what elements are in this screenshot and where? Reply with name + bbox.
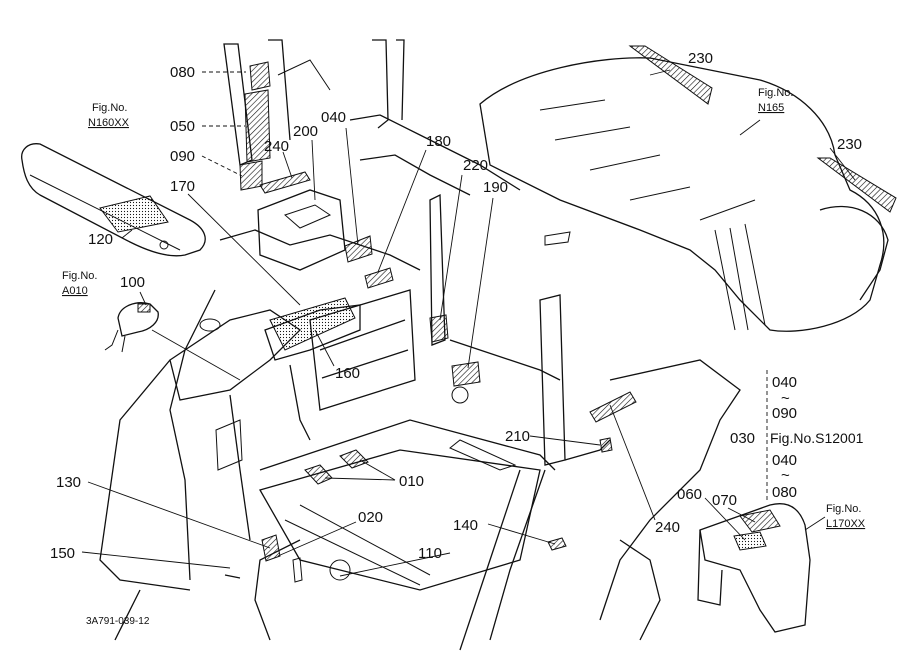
- label-030: 030: [730, 430, 755, 447]
- decal-040: [344, 235, 373, 263]
- label-090-r: 090: [772, 405, 797, 422]
- tilde-1: ~: [781, 390, 790, 407]
- label-140: 140: [453, 517, 478, 534]
- figure-id: 3A791-039-12: [86, 616, 150, 627]
- cab-line-art: [99, 39, 889, 651]
- label-040-top: 040: [321, 109, 346, 126]
- fig-n165-label: Fig.No.: [758, 87, 793, 99]
- figure-references: Fig.No. N160XX Fig.No. A010 Fig.No. N165…: [62, 87, 866, 530]
- label-040-r2: 040: [772, 452, 797, 469]
- label-080-r: 080: [772, 484, 797, 501]
- label-170: 170: [170, 178, 195, 195]
- label-210: 210: [505, 428, 530, 445]
- decal-100: [137, 303, 151, 313]
- label-120: 120: [88, 231, 113, 248]
- label-200: 200: [293, 123, 318, 140]
- label-240-top: 240: [264, 138, 289, 155]
- label-090-left: 090: [170, 148, 195, 165]
- label-050: 050: [170, 118, 195, 135]
- label-230-right: 230: [837, 136, 862, 153]
- label-160: 160: [335, 365, 360, 382]
- label-010: 010: [399, 473, 424, 490]
- label-070: 070: [712, 492, 737, 509]
- fig-l170-label: Fig.No.: [826, 503, 861, 515]
- fig-n160-value: N160XX: [88, 117, 130, 129]
- label-220: 220: [463, 157, 488, 174]
- lever-detail: [104, 302, 159, 353]
- decals: [239, 45, 897, 562]
- decal-020: [261, 534, 281, 562]
- decal-080: [249, 61, 271, 91]
- decal-240-upper: [259, 171, 311, 194]
- decal-060: [733, 531, 767, 551]
- label-040-r1: 040: [772, 374, 797, 391]
- fig-s12001: Fig.No.S12001: [770, 430, 864, 446]
- decal-180: [364, 267, 394, 289]
- label-180: 180: [426, 133, 451, 150]
- label-190: 190: [483, 179, 508, 196]
- label-020: 020: [358, 509, 383, 526]
- decal-210: [599, 437, 613, 453]
- label-110: 110: [418, 545, 442, 562]
- part-number-labels: 080 050 090 240 200 040 180 220 190 170 …: [50, 50, 862, 562]
- sun-visor-detail: [21, 143, 206, 257]
- decal-140: [547, 537, 567, 551]
- fig-l170-value: L170XX: [826, 518, 866, 530]
- decal-220: [429, 314, 449, 343]
- decal-240-lower: [589, 391, 637, 423]
- label-150: 150: [50, 545, 75, 562]
- decal-070: [739, 509, 781, 533]
- decal-010a: [304, 464, 333, 485]
- fig-a010-label: Fig.No.: [62, 270, 97, 282]
- label-060: 060: [677, 486, 702, 503]
- fig-n160-label: Fig.No.: [92, 102, 127, 114]
- tilde-2: ~: [781, 467, 790, 484]
- decal-050: [244, 89, 271, 163]
- decal-160: [269, 297, 356, 351]
- label-080-top: 080: [170, 64, 195, 81]
- leader-lines: [81, 69, 856, 577]
- decal-120: [99, 195, 169, 233]
- label-130: 130: [56, 474, 81, 491]
- fender-detail: [697, 503, 811, 633]
- fig-n165-value: N165: [758, 102, 784, 114]
- label-100: 100: [120, 274, 145, 291]
- decal-230-right: [816, 157, 897, 213]
- label-240-bottom: 240: [655, 519, 680, 536]
- label-230-top: 230: [688, 50, 713, 67]
- decal-190: [451, 361, 481, 387]
- fig-a010-value: A010: [62, 285, 88, 297]
- decal-230-top: [628, 45, 713, 105]
- decal-010b: [339, 449, 369, 469]
- decal-090: [239, 160, 263, 191]
